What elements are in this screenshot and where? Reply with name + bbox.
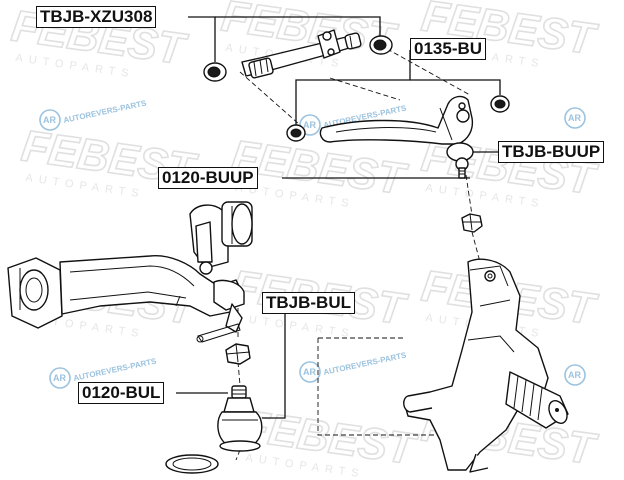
leader-lines	[176, 16, 501, 419]
reseller-watermark: AUTOREVERS-PARTS	[73, 356, 158, 383]
cotter-pin	[196, 323, 241, 343]
reseller-logo: AR	[568, 113, 581, 123]
lower-ball-joint	[217, 385, 263, 452]
reseller-logo: AR	[568, 370, 581, 380]
reseller-watermark: AUTOREVERS-PARTS	[63, 98, 148, 125]
upper-arm-shaft-assembly	[203, 29, 393, 82]
bushing-0135-left	[286, 124, 306, 142]
bushing-right	[369, 35, 393, 55]
reseller-watermark: AUTOREVERS-PARTS	[323, 350, 408, 377]
bushing-0135-right	[490, 95, 510, 113]
lower-control-arm	[7, 201, 253, 365]
steering-knuckle	[403, 258, 569, 473]
lower-arm-bushing-rear	[189, 201, 253, 275]
label-tbjb-xzu308[interactable]: TBJB-XZU308	[36, 6, 157, 28]
snap-ring	[165, 454, 219, 474]
reseller-logo: AR	[303, 367, 316, 377]
reseller-logo: AR	[43, 115, 56, 125]
cross-shaft	[241, 29, 362, 79]
upper-ball-joint	[446, 142, 474, 179]
label-tbjb-buup[interactable]: TBJB-BUUP	[498, 141, 605, 163]
lower-nut	[225, 343, 251, 365]
upper-control-arm	[286, 95, 510, 233]
label-0120-buup[interactable]: 0120-BUUP	[158, 167, 258, 189]
reseller-logo: AR	[53, 373, 66, 383]
bushing-left	[203, 62, 227, 82]
reseller-logo: AR	[303, 120, 316, 130]
label-0120-bul[interactable]: 0120-BUL	[78, 382, 165, 404]
upper-nut	[461, 213, 483, 233]
label-tbjb-bul[interactable]: TBJB-BUL	[262, 292, 355, 314]
lower-arm-bushing-front	[7, 257, 63, 329]
spindle	[505, 371, 569, 429]
label-0135-bu[interactable]: 0135-BU	[410, 38, 487, 60]
